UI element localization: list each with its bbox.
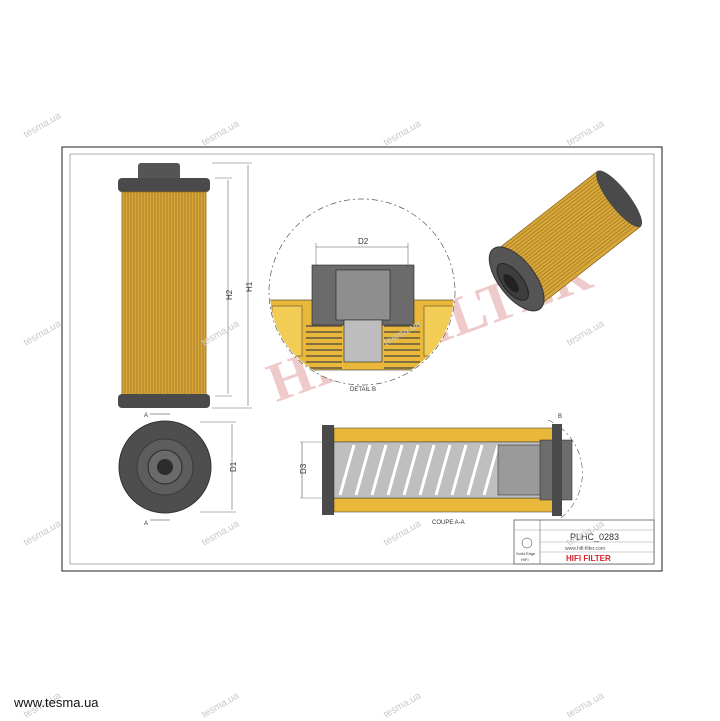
pleat-line — [510, 188, 610, 267]
detail-caption: DETAIL B — [350, 387, 376, 393]
pleat-line — [504, 181, 604, 260]
pleat-line — [515, 195, 615, 274]
part-number: PLHC_0283 — [570, 532, 619, 542]
spiral-wire — [386, 444, 404, 496]
section-right-flange — [552, 424, 562, 516]
front-top-nipple — [138, 163, 180, 181]
section-marker-bottom: A — [144, 521, 148, 527]
isometric-view — [488, 170, 643, 312]
section-spiral — [338, 444, 500, 496]
pleat-line — [501, 177, 600, 255]
footer-url[interactable]: www.tesma.ua — [14, 695, 99, 710]
front-top-cap — [118, 178, 210, 192]
pleat-line — [519, 200, 619, 278]
iso-far-cap — [596, 170, 643, 228]
detail-callout-arc — [547, 419, 583, 527]
title-website: www.hifi-filter.com — [565, 546, 605, 552]
spiral-wire — [482, 444, 500, 496]
spiral-wire — [370, 444, 388, 496]
title-company-line2: HIFI — [521, 557, 529, 562]
detail-marker: B — [558, 414, 562, 420]
pleat-line — [532, 217, 632, 295]
pleat-line — [517, 198, 617, 276]
pleat-line — [526, 210, 626, 288]
spiral-wire — [466, 444, 484, 496]
section-marker-top: A — [144, 413, 148, 419]
pleat-line — [536, 221, 635, 300]
detail-neck — [335, 269, 391, 321]
pleat-line — [537, 224, 637, 302]
h1-label: H1 — [245, 281, 254, 292]
spiral-wire — [418, 444, 436, 496]
d3-label: D3 — [299, 463, 308, 474]
pleat-line — [534, 219, 634, 297]
pleat-line — [499, 174, 598, 252]
pleat-line — [525, 207, 624, 286]
pleat-line — [508, 186, 608, 264]
pleat-line — [530, 214, 630, 293]
pleat-line — [528, 212, 628, 290]
front-pleats — [124, 193, 204, 394]
title-company-line1: Solid Edge — [516, 551, 536, 556]
detail-core — [343, 319, 383, 363]
detail-coils — [306, 325, 420, 369]
section-top-media — [333, 427, 555, 443]
spiral-wire — [402, 444, 420, 496]
section-view: B D3 COUPE A-A — [299, 414, 583, 527]
bottom-view: D1 A — [118, 420, 238, 527]
title-brand: HIFI FILTER — [566, 554, 611, 563]
bottom-hole — [157, 459, 173, 475]
pleat-line — [512, 191, 611, 269]
h2-label: H2 — [225, 289, 234, 300]
detail-view: D2 DETAIL B — [268, 198, 456, 393]
pleat-line — [502, 179, 602, 257]
section-left-cap — [322, 425, 334, 515]
section-bottom-media — [333, 497, 555, 513]
section-valve — [497, 444, 543, 496]
pleat-line — [521, 203, 621, 281]
pleat-line — [513, 193, 613, 271]
front-view: H2 H1 A — [118, 162, 254, 419]
section-caption: COUPE A-A — [432, 520, 465, 526]
iso-pleats — [499, 174, 637, 302]
spiral-wire — [434, 444, 452, 496]
spiral-wire — [338, 444, 356, 496]
d2-label: D2 — [358, 237, 369, 246]
drawing-inner-border — [69, 153, 655, 565]
title-block: PLHC_0283 www.hifi-filter.com HIFI FILTE… — [513, 519, 655, 565]
d1-label: D1 — [229, 461, 238, 472]
spiral-wire — [450, 444, 468, 496]
spiral-wire — [354, 444, 372, 496]
pleat-line — [506, 184, 606, 262]
front-bottom-cap — [118, 394, 210, 408]
pleat-line — [523, 205, 622, 283]
